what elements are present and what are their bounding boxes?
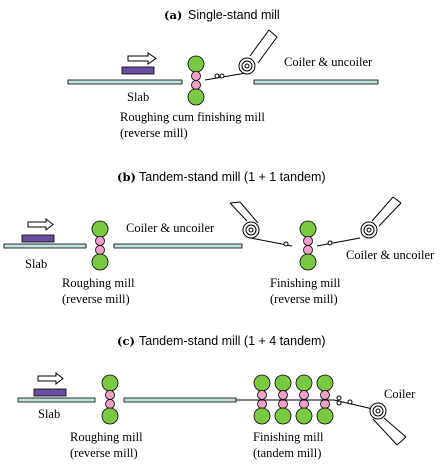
finishing-stand-3	[295, 374, 313, 425]
roughing-mill-label-line1: Roughing mill	[62, 276, 135, 290]
slab-block	[21, 234, 55, 243]
section-c-letter: (c)	[117, 334, 135, 348]
slab-label: Slab	[38, 407, 60, 421]
work-roll-top	[191, 71, 201, 81]
roughing-mill-label-line2: (reverse mill)	[70, 446, 138, 460]
strip-entry	[17, 397, 96, 403]
finishing-stand-4	[316, 374, 334, 425]
finishing-mill-label-line2: (reverse mill)	[270, 292, 338, 306]
section-c: (c) Tandem-stand mill (1 + 4 tandem) Sla…	[17, 334, 416, 460]
guide-roll	[219, 73, 225, 79]
coiler-right-label: Coiler & uncoiler	[346, 248, 435, 262]
finishing-stand-1	[253, 374, 271, 425]
roughing-mill-label-line1: Roughing mill	[70, 430, 143, 444]
work-roll-bottom	[191, 80, 201, 90]
coiler-icon	[238, 29, 278, 75]
direction-arrow-icon	[37, 371, 64, 386]
strip-entry	[3, 243, 87, 249]
roughing-mill-label-line2: (reverse mill)	[62, 292, 130, 306]
slab-label: Slab	[25, 257, 47, 271]
mill-label-line2: (reverse mill)	[120, 126, 188, 140]
section-b: (b) Tandem-stand mill (1 + 1 tandem) Sla…	[3, 170, 435, 306]
roughing-mill-stand	[91, 220, 109, 271]
guide-roll	[327, 240, 333, 246]
strip-intermediate	[123, 397, 237, 403]
coiler-label: Coiler & uncoiler	[284, 55, 373, 69]
finishing-mill-label-line2: (tandem mill)	[253, 446, 321, 460]
coiler-icon	[369, 402, 407, 446]
section-a-letter: (a)	[164, 8, 182, 22]
roughing-mill-stand	[101, 374, 119, 425]
finishing-mill-stand	[299, 220, 317, 271]
finishing-mill-label-line1: Finishing mill	[270, 276, 341, 290]
strip-line	[204, 72, 247, 81]
mill-stand	[187, 55, 205, 106]
section-c-title: Tandem-stand mill (1 + 4 tandem)	[139, 334, 326, 348]
backup-roll-top	[187, 55, 205, 73]
slab-block	[33, 388, 67, 397]
guide-roll	[214, 73, 220, 79]
coiler-mid-label: Coiler & uncoiler	[126, 221, 215, 235]
strip-line	[316, 237, 361, 247]
backup-roll-bottom	[187, 88, 205, 106]
guide-roll	[347, 399, 353, 405]
guide-roll	[283, 241, 289, 247]
coiler-icon	[360, 196, 402, 239]
tandem-finishing-mill	[253, 374, 334, 425]
strip-exit	[253, 79, 379, 85]
coiler-icon	[229, 201, 260, 239]
slab-block	[121, 66, 155, 75]
section-b-title: Tandem-stand mill (1 + 1 tandem)	[139, 170, 326, 184]
strip-entry	[67, 79, 183, 85]
coiler-label: Coiler	[384, 387, 416, 401]
section-a: (a) Single-stand mill Slab Coiler & unco…	[67, 8, 379, 140]
slab-label: Slab	[127, 90, 149, 104]
guide-roll	[336, 395, 342, 401]
strip-intermediate	[113, 243, 243, 249]
direction-arrow-icon	[127, 52, 157, 65]
section-b-letter: (b)	[117, 170, 136, 184]
direction-arrow-icon	[27, 217, 54, 232]
finishing-mill-label-line1: Finishing mill	[253, 430, 324, 444]
mill-label-line1: Roughing cum finishing mill	[120, 110, 265, 124]
guide-roll	[336, 400, 342, 406]
section-a-title: Single-stand mill	[188, 8, 280, 22]
